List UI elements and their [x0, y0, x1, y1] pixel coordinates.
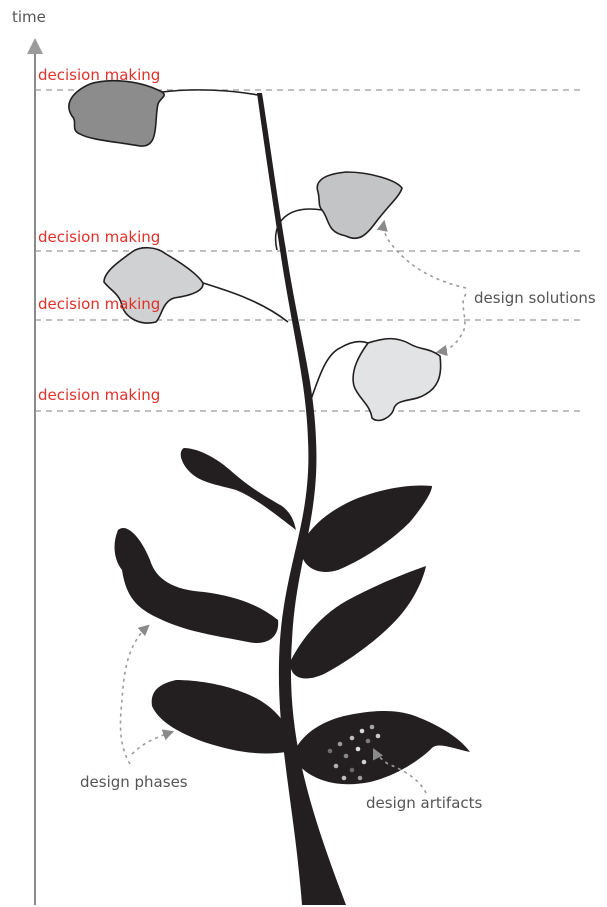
design-artifacts-label: design artifacts [366, 794, 483, 812]
design-solutions-arrow-upper [384, 222, 466, 288]
design-phase-leaf-upper-left [181, 448, 296, 530]
design-phases-arrow-upper [120, 626, 148, 764]
design-phase-leaf-left-lower [152, 680, 293, 754]
branch-left-flower [203, 283, 288, 322]
design-phases-label: design phases [80, 773, 188, 791]
design-phase-leaf-left-large [115, 528, 279, 643]
artifact-dot [360, 729, 365, 734]
artifact-dot [350, 736, 355, 741]
design-solutions-arrow-lower [438, 294, 466, 352]
design-solutions-label: design solutions [474, 289, 596, 307]
artifact-dot [370, 725, 375, 730]
artifact-dot [362, 760, 367, 765]
artifact-dot [344, 754, 349, 759]
design-solution-flower-4 [353, 339, 441, 421]
time-axis-label: time [12, 8, 46, 26]
design-phase-leaf-right-top [300, 486, 432, 572]
artifact-dot [376, 734, 381, 739]
artifact-dot [328, 749, 333, 754]
design-solution-flower-2 [317, 172, 402, 238]
design-phase-leaf-right-middle [290, 566, 426, 678]
design-solution-flower-1 [69, 81, 164, 146]
artifact-dot [334, 764, 339, 769]
artifact-dot [342, 776, 347, 781]
artifact-dot [350, 768, 355, 773]
artifact-dot [366, 739, 371, 744]
decision-making-label-3: decision making [38, 295, 160, 313]
artifact-dot [338, 742, 343, 747]
decision-making-label-2: decision making [38, 228, 160, 246]
design-artifacts-leaf [296, 711, 470, 784]
artifact-dot [356, 747, 361, 752]
design-phases-arrow-lower [132, 732, 172, 754]
decision-making-label-1: decision making [38, 66, 160, 84]
decision-making-label-4: decision making [38, 386, 160, 404]
branch-top-flower [162, 90, 258, 95]
artifact-dot [358, 776, 363, 781]
time-axis-arrowhead [27, 38, 43, 54]
